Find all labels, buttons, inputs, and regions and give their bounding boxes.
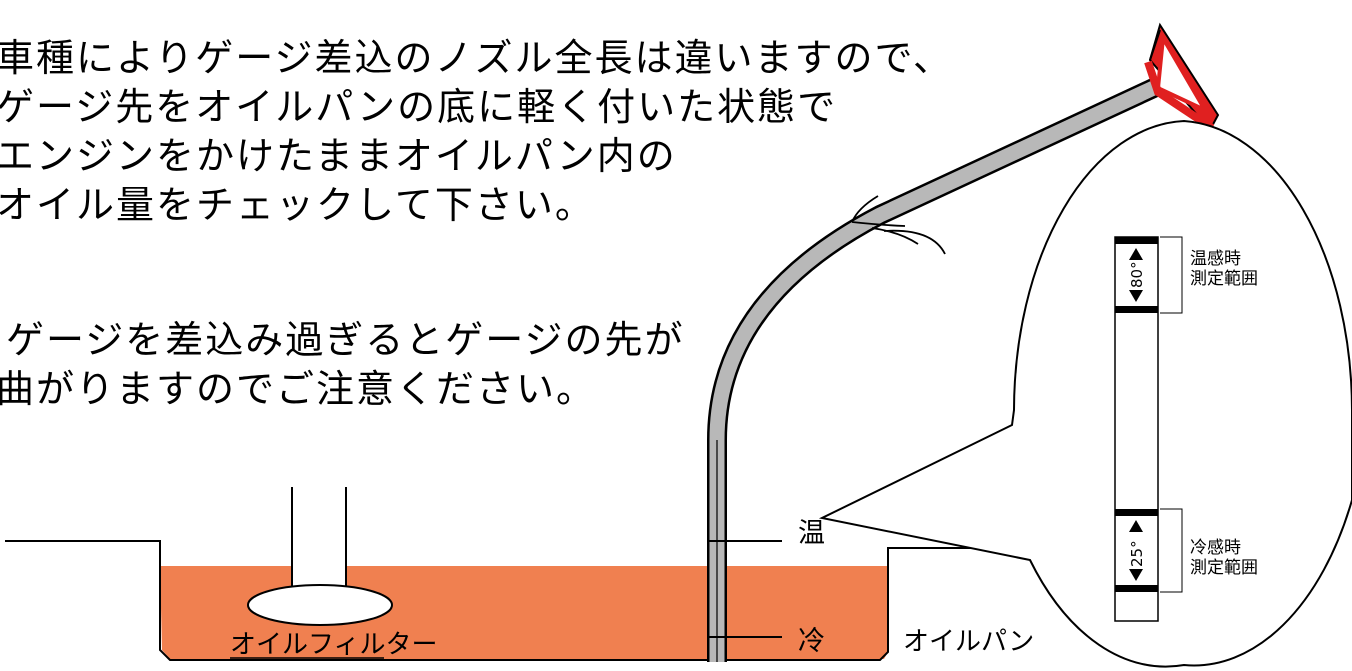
hot-range-label: 温感時 測定範囲 <box>1190 249 1258 289</box>
caution-line: ※ゲージを差込み過ぎるとゲージの先が <box>0 318 685 362</box>
instruction-line: オイル量をチェックして下さい。 <box>0 183 595 227</box>
oil-pan-outline <box>5 540 1022 661</box>
oil-pan-label: オイルパン <box>903 627 1034 657</box>
gauge-handle <box>1144 22 1220 132</box>
callout-bubble <box>818 119 1352 668</box>
oil-filter-label: オイルフィルター <box>230 630 437 660</box>
instruction-line: ゲージ先をオイルパンの底に軽く付いた状態で <box>0 85 838 129</box>
cold-range-label: 冷感時 測定範囲 <box>1190 538 1258 578</box>
gauge-detail: 80° 25° 温感時 測定範囲 冷感時 測定範囲 <box>1114 236 1258 622</box>
hot-level-label: 温 <box>798 518 825 549</box>
cold-range-value: 25° <box>1128 540 1146 567</box>
oil-filter-stem <box>292 487 346 592</box>
instruction-line: 車種によりゲージ差込のノズル全長は違いますので、 <box>0 36 953 80</box>
caution-line: 曲がりますのでご注意ください。 <box>0 367 597 411</box>
instruction-line: エンジンをかけたままオイルパン内の <box>0 134 677 178</box>
oil-filter <box>247 584 393 626</box>
gauge-cut-mark <box>851 195 946 255</box>
caution-text: ※ゲージを差込み過ぎるとゲージの先が 曲がりますのでご注意ください。 <box>0 316 684 414</box>
hot-range-value: 80° <box>1128 261 1146 288</box>
instruction-text: 車種によりゲージ差込のノズル全長は違いますので、 ゲージ先をオイルパンの底に軽く… <box>0 34 953 230</box>
cold-level-label: 冷 <box>798 626 825 657</box>
